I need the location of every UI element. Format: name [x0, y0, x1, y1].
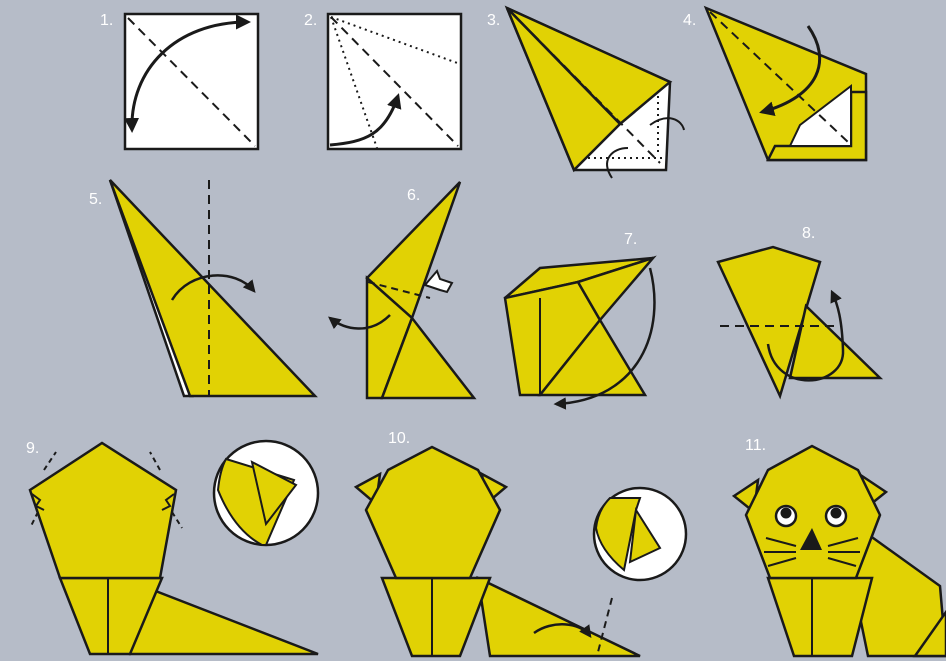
- step-6-diagram: [330, 182, 474, 398]
- step-10-diagram: [356, 447, 686, 656]
- head: [366, 447, 500, 578]
- push-arrow-icon: [425, 271, 452, 292]
- body: [382, 578, 490, 656]
- head: [30, 443, 176, 578]
- step-3-diagram: [507, 8, 684, 178]
- left-pupil: [781, 508, 792, 519]
- step-1-diagram: [125, 14, 258, 149]
- tail-shape: [790, 306, 880, 378]
- body-front: [768, 578, 872, 656]
- right-pupil: [831, 508, 842, 519]
- cut-line: [172, 512, 182, 528]
- step-4-diagram: [706, 8, 866, 160]
- step-11-diagram: [734, 446, 946, 656]
- step-8-diagram: [718, 247, 880, 396]
- triangle-shape: [110, 180, 315, 396]
- tail: [478, 578, 640, 656]
- step-2-diagram: [328, 14, 461, 149]
- step-7-diagram: [505, 258, 654, 404]
- cut-line: [44, 452, 56, 470]
- step-9-diagram: [30, 441, 318, 654]
- cat-head: [746, 446, 880, 578]
- step-5-diagram: [110, 180, 315, 396]
- cut-line: [150, 452, 160, 470]
- cut-line: [30, 512, 38, 528]
